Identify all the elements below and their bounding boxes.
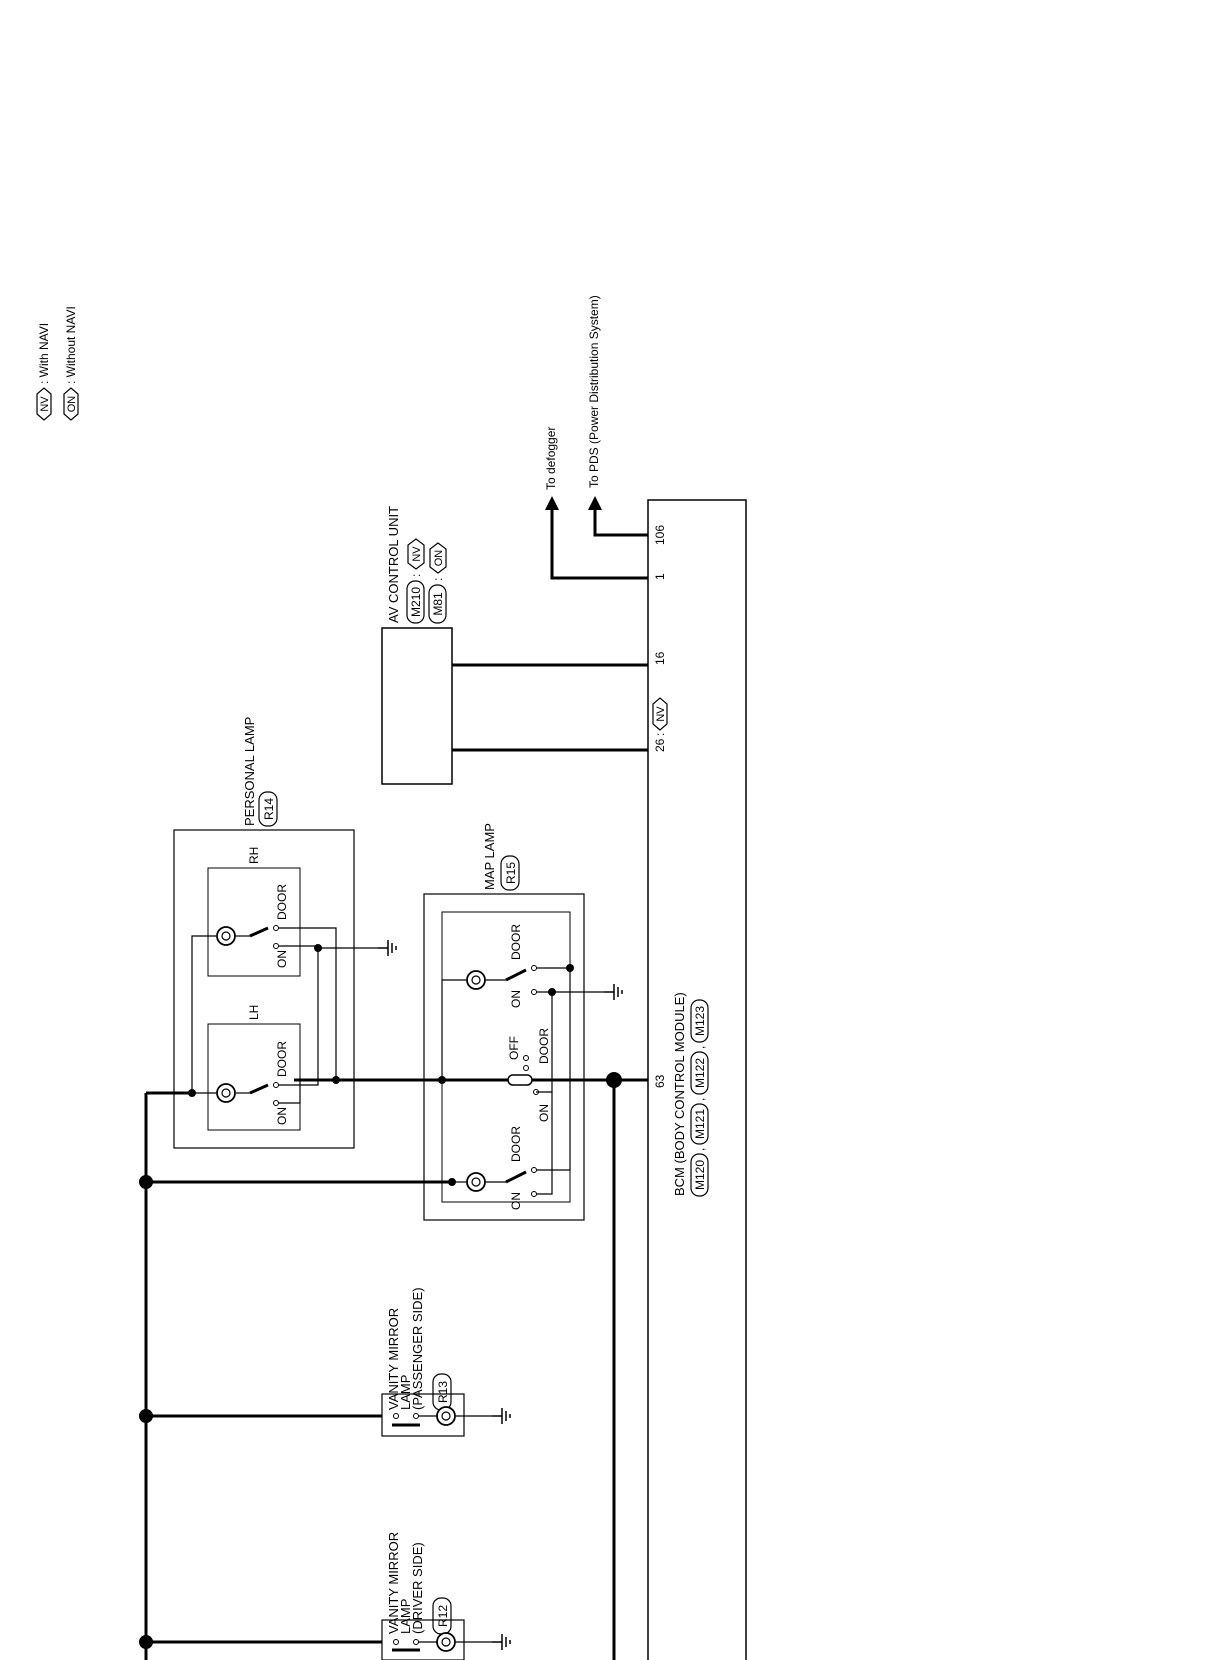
bcm-connector-sep: , xyxy=(693,1046,707,1049)
personal-lamp-rh-on: ON xyxy=(275,950,289,968)
vanity-passenger-line1: VANITY MIRROR xyxy=(386,1308,401,1410)
av-unit-conn2-sep: : xyxy=(431,578,445,581)
map-lamp-title: MAP LAMP xyxy=(482,823,497,890)
bcm-pin-1: 1 xyxy=(653,573,667,580)
vanity-driver-line2: LAMP xyxy=(398,1599,413,1634)
bcm-title: BCM (BODY CONTROL MODULE) xyxy=(672,992,687,1196)
vanity-passenger-connector: R13 xyxy=(432,1373,452,1411)
legend-on: ON : Without NAVI xyxy=(63,306,79,421)
legend: NV : With NAVI ON : Without NAVI xyxy=(36,306,79,421)
vanity-driver-bulb-icon xyxy=(436,1632,456,1652)
bcm-connector-sep: , xyxy=(693,1098,707,1101)
legend-nv-code: NV xyxy=(39,396,51,412)
vanity-passenger-line2: LAMP xyxy=(398,1375,413,1410)
map-lamp-lower-on: ON xyxy=(509,1192,523,1210)
legend-nv: NV : With NAVI xyxy=(36,323,52,421)
personal-lamp-connector: R14 xyxy=(258,791,278,827)
bcm-connector-m122: M122 xyxy=(693,1058,707,1088)
bcm-pin-26-sep: : xyxy=(653,733,667,736)
legend-on-code: ON xyxy=(66,396,78,413)
bcm-connector-m123: M123 xyxy=(693,1006,707,1036)
av-unit-conn2: M81 xyxy=(431,592,445,616)
map-lamp-mid-door: DOOR xyxy=(537,1028,551,1064)
personal-lamp-rh-bulb-icon xyxy=(216,926,236,946)
arrow-pds: To PDS (Power Distribution System) xyxy=(587,295,648,537)
personal-lamp-connector-label: R14 xyxy=(262,798,276,820)
av-unit-conn-nv: M210 : NV xyxy=(406,538,425,624)
arrow-defogger: To defogger xyxy=(544,427,648,580)
personal-lamp-rh-door: DOOR xyxy=(275,884,289,920)
personal-lamp-ground-icon xyxy=(377,939,397,957)
vanity-driver-ground-icon xyxy=(491,1633,511,1651)
bcm-module: BCM (BODY CONTROL MODULE) M120 , M121 , … xyxy=(647,499,747,1660)
map-lamp-upper-on: ON xyxy=(509,990,523,1008)
bcm-pin-63: 63 xyxy=(653,1074,667,1088)
av-unit-conn-on: M81 : ON xyxy=(428,542,447,624)
av-unit-conn1-variant: NV xyxy=(411,546,423,562)
personal-lamp-title: PERSONAL LAMP xyxy=(242,717,257,826)
vanity-passenger-connector-label: R13 xyxy=(436,1381,450,1403)
bcm-pin-26-variant: NV xyxy=(655,706,667,722)
bcm-pin-106: 106 xyxy=(653,525,667,545)
av-unit-conn1: M210 xyxy=(409,587,423,617)
vanity-driver-connector-label: R12 xyxy=(436,1605,450,1627)
bcm-connector-sep: , xyxy=(693,1148,707,1151)
map-lamp: MAP LAMP R15 DOOR ON OFF DOOR ON xyxy=(423,823,623,1221)
personal-lamp-lh-door: DOOR xyxy=(275,1041,289,1077)
arrow-pds-label: To PDS (Power Distribution System) xyxy=(587,295,601,488)
personal-lamp-rh: RH DOOR ON xyxy=(191,847,397,1093)
av-unit-conn1-sep: : xyxy=(409,574,423,577)
legend-on-text: : Without NAVI xyxy=(64,306,78,384)
vanity-driver-connector: R12 xyxy=(432,1597,452,1635)
map-lamp-lower-door: DOOR xyxy=(509,1126,523,1162)
arrow-defogger-label: To defogger xyxy=(544,427,558,490)
personal-lamp-lh-on: ON xyxy=(275,1107,289,1125)
av-unit-title: AV CONTROL UNIT xyxy=(386,506,401,623)
vanity-lamp-passenger: VANITY MIRROR LAMP (PASSENGER SIDE) R13 xyxy=(381,1287,511,1437)
legend-nv-text: : With NAVI xyxy=(37,323,51,384)
vanity-passenger-line3: (PASSENGER SIDE) xyxy=(410,1287,425,1410)
personal-lamp-lh-label: LH xyxy=(247,1005,261,1020)
bcm-connector-m121: M121 xyxy=(693,1109,707,1139)
av-unit-conn2-variant: ON xyxy=(433,550,445,567)
map-lamp-upper-door: DOOR xyxy=(509,924,523,960)
bcm-pin-16: 16 xyxy=(653,651,667,665)
feed-wires xyxy=(139,1072,648,1660)
bcm-connectors: M120 , M121 , M122 , M123 xyxy=(690,999,709,1197)
vanity-passenger-bulb-icon xyxy=(436,1406,456,1426)
map-lamp-ground-icon xyxy=(603,983,623,1001)
personal-lamp-lh: LH DOOR ON xyxy=(192,948,319,1131)
map-lamp-mid-off: OFF xyxy=(507,1036,521,1060)
map-lamp-connector: R15 xyxy=(500,855,520,891)
av-control-unit: AV CONTROL UNIT M210 : NV M81 : ON xyxy=(381,506,648,785)
bcm-pin-26-number: 26 xyxy=(653,738,667,752)
vanity-driver-line1: VANITY MIRROR xyxy=(386,1532,401,1634)
vanity-lamp-driver: VANITY MIRROR LAMP (DRIVER SIDE) R12 xyxy=(381,1532,511,1660)
map-lamp-connector-label: R15 xyxy=(504,862,518,884)
personal-lamp-rh-label: RH xyxy=(247,847,261,864)
personal-lamp: PERSONAL LAMP R14 RH DOOR ON LH xyxy=(173,717,397,1149)
vanity-passenger-ground-icon xyxy=(491,1407,511,1425)
bcm-pin-26: 26 : NV xyxy=(652,697,668,752)
map-lamp-upper-bulb-icon xyxy=(466,970,486,990)
personal-lamp-lh-bulb-icon xyxy=(216,1083,236,1103)
map-lamp-lower-bulb-icon xyxy=(466,1172,486,1192)
map-lamp-mid-on: ON xyxy=(537,1104,551,1122)
bcm-connector-m120: M120 xyxy=(693,1160,707,1190)
vanity-driver-line3: (DRIVER SIDE) xyxy=(410,1542,425,1634)
